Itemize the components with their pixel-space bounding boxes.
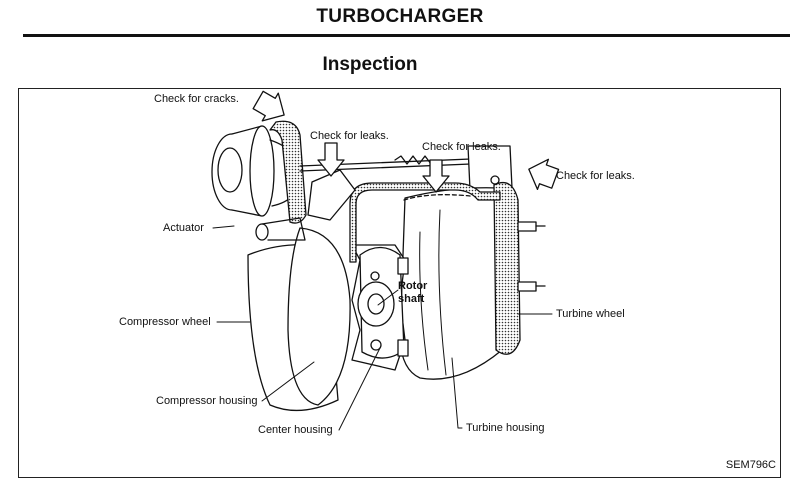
actuator-canister: [211, 125, 301, 217]
turbine-flange: [493, 181, 521, 355]
leader-rotor-shaft: [377, 289, 399, 306]
label-check-leaks-3: Check for leaks.: [556, 170, 635, 182]
label-center-housing: Center housing: [258, 424, 333, 436]
arrow-check-cracks: [252, 90, 285, 122]
leader-compressor-housing: [261, 361, 315, 402]
flange-studs: [517, 221, 546, 292]
label-actuator: Actuator: [163, 222, 204, 234]
leader-actuator: [212, 225, 235, 229]
arrow-check-leaks-2: [422, 159, 450, 193]
leak-check-pipe: [349, 182, 501, 263]
section-title: Inspection: [322, 54, 418, 75]
arrow-check-leaks-3: [528, 158, 560, 191]
label-check-cracks: Check for cracks.: [154, 93, 239, 105]
title-rule: [23, 34, 790, 37]
label-turbine-housing: Turbine housing: [466, 422, 545, 434]
label-turbine-wheel: Turbine wheel: [556, 308, 625, 320]
arrow-check-leaks-1: [317, 142, 345, 177]
compressor-housing: [247, 217, 351, 412]
label-check-leaks-2: Check for leaks.: [422, 141, 501, 153]
turbine-housing: [399, 187, 503, 380]
figure-code: SEM796C: [725, 459, 776, 471]
center-housing: [351, 244, 409, 371]
leader-center-housing: [338, 347, 381, 431]
actuator-bracket-crack-zone: [269, 120, 307, 224]
leader-turbine-housing: [451, 357, 463, 429]
label-compressor-wheel: Compressor wheel: [119, 316, 211, 328]
label-rotor-shaft: Rotor shaft: [398, 280, 428, 305]
label-compressor-housing: Compressor housing: [156, 395, 258, 407]
figure-frame: [18, 88, 781, 478]
page-title: TURBOCHARGER: [316, 6, 484, 27]
label-check-leaks-1: Check for leaks.: [310, 130, 389, 142]
